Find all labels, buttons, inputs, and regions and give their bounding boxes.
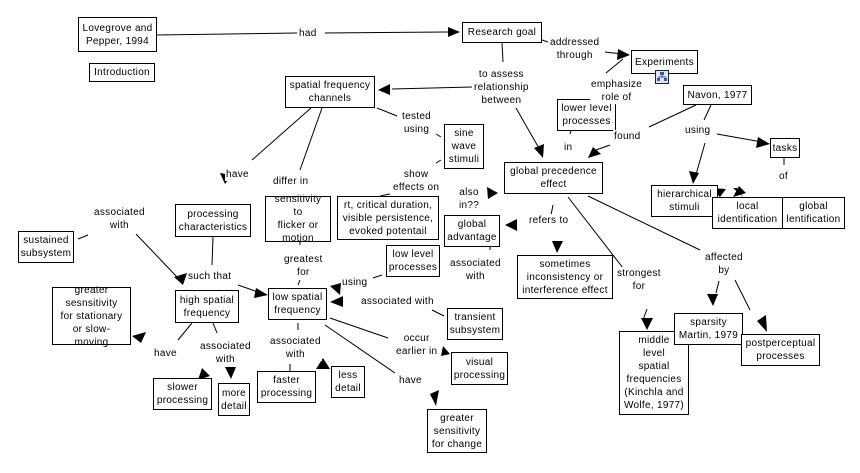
link-associated-with-sustained[interactable]: associated with (93, 206, 146, 232)
concept-global-identification[interactable]: global lentification (782, 197, 845, 229)
link-refers-to[interactable]: refers to (528, 214, 570, 227)
concept-less-detail[interactable]: less detail (331, 366, 365, 398)
link-addressed-through[interactable]: addressed through (549, 36, 601, 62)
concept-text: hierarchical stimuli (657, 189, 712, 213)
link-associated-with-global[interactable]: associated with (449, 257, 502, 283)
link-using-navon[interactable]: using (684, 124, 712, 137)
concept-high-spatial-frequency[interactable]: high spatial frequency (175, 290, 239, 323)
link-found[interactable]: found (613, 130, 642, 143)
link-emphasize-role-of[interactable]: emphasize role of (590, 78, 644, 104)
submap-icon[interactable] (655, 70, 669, 84)
link-lines (77, 31, 785, 374)
concept-text: sine wave stimuli (448, 128, 480, 165)
concept-text: transient subsystem (449, 312, 501, 336)
concept-text: Lovegrove and Pepper, 1994 (82, 22, 153, 47)
concept-text: Introduction (94, 67, 150, 78)
concept-text: local identification (717, 201, 778, 225)
link-to-assess-relationship[interactable]: to assess relationship between (473, 68, 530, 107)
concept-slower-processing[interactable]: slower processing (153, 378, 212, 410)
link-differ-in[interactable]: differ in (272, 175, 310, 188)
concept-middle-level-spatial-frequencies[interactable]: middle level spatial frequencies (Kinchl… (619, 331, 689, 415)
link-in[interactable]: in (563, 141, 574, 154)
concept-visual-processing[interactable]: visual processing (451, 352, 508, 385)
concept-text: low spatial frequency (272, 292, 323, 316)
link-occur-earlier-in[interactable]: occur earlier in (395, 332, 439, 358)
concept-text: sustained subsystem (20, 235, 72, 259)
link-have-low[interactable]: have (398, 374, 423, 387)
concept-text: Experiments (635, 56, 694, 68)
concept-navon-1977[interactable]: Navon, 1977 (683, 85, 752, 105)
concept-low-spatial-frequency[interactable]: low spatial frequency (268, 288, 327, 320)
concept-greater-sensitivity-change[interactable]: greater sensitivity for change (427, 409, 487, 453)
link-associated-with-low[interactable]: associated with (269, 335, 322, 361)
concept-global-precedence-effect[interactable]: global precedence effect (504, 162, 603, 194)
concept-rt-critical-duration[interactable]: rt, critical duration, visible persisten… (337, 196, 439, 240)
concept-lovegrove-pepper[interactable]: Lovegrove and Pepper, 1994 (78, 17, 157, 52)
concept-local-identification[interactable]: local identification (712, 197, 783, 229)
concept-text: sparsity Martin, 1979 (678, 317, 739, 341)
concept-text: processing characteristics (178, 208, 248, 233)
concept-hierarchical-stimuli[interactable]: hierarchical stimuli (651, 185, 718, 217)
link-such-that[interactable]: such that (187, 270, 233, 283)
concept-text: more detail (221, 387, 247, 412)
concept-greater-sensitivity-stationary[interactable]: greater sesnsitivity for stationary or s… (52, 285, 131, 348)
concept-text: Navon, 1977 (687, 89, 748, 101)
concept-global-advantage[interactable]: global advantage (444, 215, 500, 247)
concept-text: visual processing (453, 356, 506, 381)
arrowheads (132, 27, 770, 406)
concept-text: middle level spatial frequencies (Kinchl… (623, 335, 685, 411)
concept-faster-processing[interactable]: faster processing (257, 371, 316, 403)
link-have-high[interactable]: have (153, 347, 178, 360)
concept-text: sometimes inconsistency or interference … (522, 258, 608, 296)
concept-tasks[interactable]: tasks (770, 138, 800, 158)
concept-transient-subsystem[interactable]: transient subsystem (447, 308, 503, 340)
concept-text: spatial frequency channels (289, 80, 371, 104)
concept-sensitivity-flicker-motion[interactable]: sensitivity to flicker or motion (265, 194, 331, 244)
concept-sparsity-martin[interactable]: sparsity Martin, 1979 (674, 313, 743, 345)
concept-spatial-frequency-channels[interactable]: spatial frequency channels (285, 76, 375, 108)
concept-text: low level processes (388, 249, 438, 273)
link-tested-using[interactable]: tested using (401, 110, 433, 136)
concept-text: faster processing (260, 375, 313, 399)
link-show-effects-on[interactable]: show effects on (392, 168, 441, 194)
concept-sometimes-inconsistency[interactable]: sometimes inconsistency or interference … (517, 255, 613, 299)
link-have-top[interactable]: have (225, 168, 250, 181)
concept-text: greater sensitivity for change (431, 412, 483, 450)
concept-processing-characteristics[interactable]: processing characteristics (175, 204, 251, 237)
link-had[interactable]: had (298, 27, 318, 40)
concept-text: greater sesnsitivity for stationary or s… (60, 284, 123, 348)
concept-text: global lentification (786, 201, 841, 225)
link-greatest-for[interactable]: greatest for (283, 253, 324, 279)
concept-text: less detail (335, 370, 361, 394)
concept-text: sensitivity to flicker or motion (274, 194, 322, 244)
link-also-in[interactable]: also in?? (458, 186, 481, 212)
concept-text: high spatial frequency (179, 294, 235, 319)
concept-low-level-processes[interactable]: low level processes (386, 245, 440, 277)
concept-text: global advantage (447, 219, 497, 243)
concept-text: lower level processes (561, 103, 612, 127)
concept-postperceptual-processes[interactable]: postperceptual processes (741, 334, 820, 366)
concept-text: rt, critical duration, visible persisten… (342, 199, 434, 237)
concept-text: Research goal (467, 27, 537, 38)
concept-research-goal[interactable]: Research goal (462, 22, 542, 43)
concept-introduction[interactable]: Introduction (89, 63, 155, 82)
link-strongest-for[interactable]: strongest for (616, 267, 662, 293)
link-of[interactable]: of (778, 170, 789, 183)
concept-text: global precedence effect (510, 166, 597, 190)
concept-sine-wave-stimuli[interactable]: sine wave stimuli (444, 124, 484, 169)
concept-sustained-subsystem[interactable]: sustained subsystem (18, 231, 74, 263)
link-affected-by[interactable]: affected by (704, 251, 744, 277)
link-associated-with-transient[interactable]: associated with (360, 295, 435, 308)
link-using-low[interactable]: using (341, 276, 369, 289)
concept-text: postperceptual processes (745, 338, 816, 362)
concept-text: tasks (772, 142, 798, 154)
concept-more-detail[interactable]: more detail (218, 383, 250, 416)
link-associated-with-high[interactable]: associated with (199, 340, 252, 366)
concept-lower-level-processes[interactable]: lower level processes (557, 99, 616, 131)
concept-text: slower processing (156, 382, 209, 406)
